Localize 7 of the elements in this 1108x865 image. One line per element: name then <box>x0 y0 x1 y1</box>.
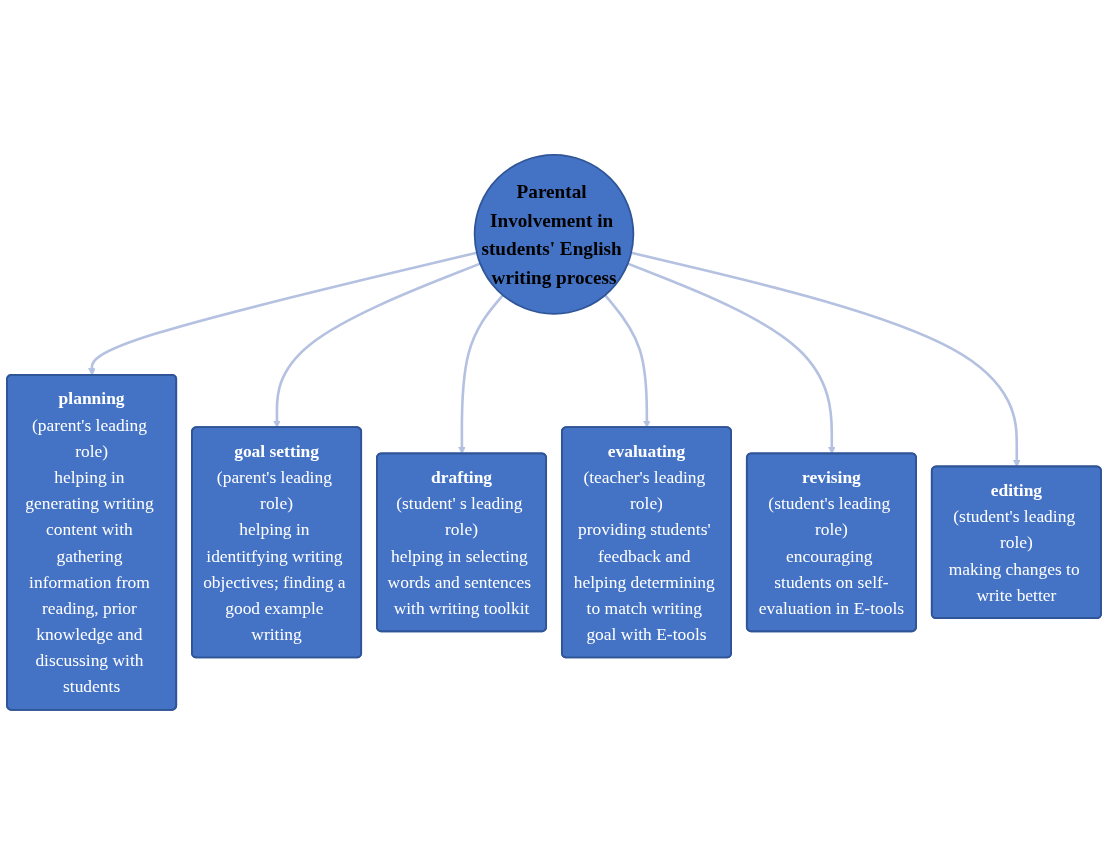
arrow <box>88 251 478 376</box>
arrow <box>630 251 1021 468</box>
arrow <box>627 262 836 455</box>
arrow <box>458 294 504 455</box>
arrow <box>273 262 481 429</box>
arrow <box>604 294 651 429</box>
node-circle: Parental Involvement in students' English writing process <box>473 154 635 315</box>
